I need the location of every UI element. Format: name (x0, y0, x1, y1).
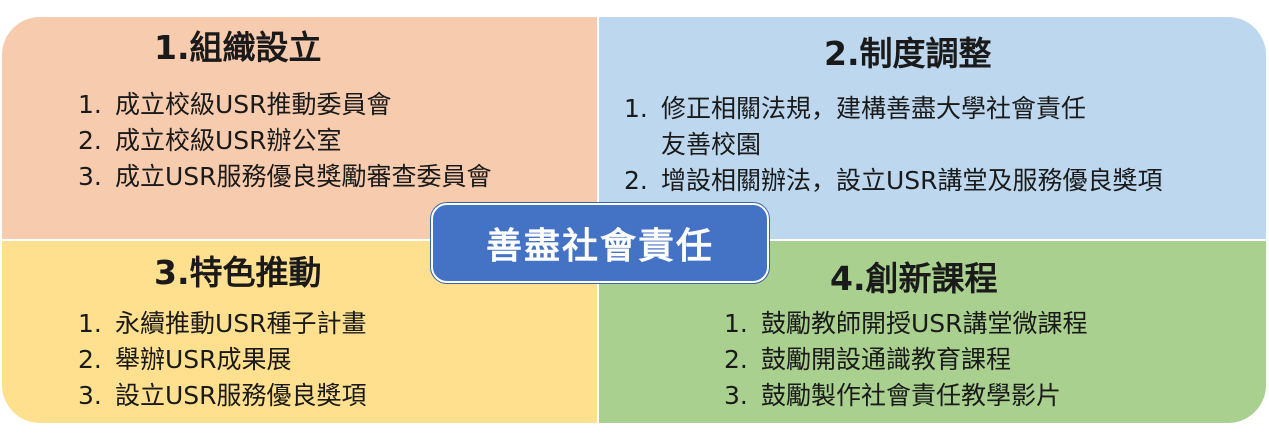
item-text: 成立USR服務優良獎勵審查委員會 (115, 162, 492, 191)
item-number: 3. (78, 381, 102, 410)
item-text: 增設相關辦法，設立USR講堂及服務優良獎項 (661, 166, 1163, 195)
item-text-continued: 友善校園 (661, 130, 762, 159)
item-text: 永續推動USR種子計畫 (115, 309, 367, 338)
list-item: 1. 鼓勵教師開授USR講堂微課程 (724, 306, 1088, 342)
item-text: 鼓勵製作社會責任教學影片 (761, 381, 1062, 410)
item-number: 3. (724, 381, 748, 410)
list-item: 2. 增設相關辦法，設立USR講堂及服務優良獎項 (624, 163, 1163, 199)
item-number: 2. (78, 126, 102, 155)
item-list: 1. 永續推動USR種子計畫 2. 舉辦USR成果展 3. 設立USR服務優良獎項 (78, 306, 367, 414)
item-number: 2. (724, 345, 748, 374)
item-text: 修正相關法規，建構善盡大學社會責任 (661, 94, 1087, 123)
list-item: 1. 成立校級USR推動委員會 (78, 87, 492, 123)
item-text: 鼓勵教師開授USR講堂微課程 (761, 309, 1088, 338)
item-text: 舉辦USR成果展 (115, 345, 292, 374)
list-item: 3. 設立USR服務優良獎項 (78, 378, 367, 414)
item-text: 成立校級USR辦公室 (115, 126, 342, 155)
list-item: 2. 成立校級USR辦公室 (78, 123, 492, 159)
quadrant-title: 1.組織設立 (154, 28, 322, 67)
item-list: 1. 鼓勵教師開授USR講堂微課程 2. 鼓勵開設通識教育課程 3. 鼓勵製作社會責任… (724, 306, 1088, 414)
quadrant-promotion: 3.特色推動 1. 永續推動USR種子計畫 2. 舉辦USR成果展 3. 設立USR服… (2, 240, 598, 423)
item-text: 設立USR服務優良獎項 (115, 381, 367, 410)
item-text: 成立校級USR推動委員會 (115, 90, 392, 119)
item-number: 2. (78, 345, 102, 374)
item-number: 1. (78, 90, 102, 119)
quadrant-title: 2.制度調整 (824, 34, 992, 73)
center-badge: 善盡社會責任 (431, 203, 769, 283)
list-item: 3. 鼓勵製作社會責任教學影片 (724, 378, 1088, 414)
list-item: 3. 成立USR服務優良獎勵審查委員會 (78, 159, 492, 195)
item-text: 鼓勵開設通識教育課程 (761, 345, 1012, 374)
item-list: 1. 成立校級USR推動委員會 2. 成立校級USR辦公室 3. 成立USR服務優良獎… (78, 87, 492, 195)
list-item: 1. 修正相關法規，建構善盡大學社會責任友善校園 (624, 91, 1163, 163)
quadrant-title: 4.創新課程 (830, 259, 998, 298)
quadrant-organization: 1.組織設立 1. 成立校級USR推動委員會 2. 成立校級USR辦公室 3. 成立U… (2, 17, 598, 240)
item-number: 3. (78, 162, 102, 191)
item-number: 1. (724, 309, 748, 338)
list-item: 1. 永續推動USR種子計畫 (78, 306, 367, 342)
item-number: 1. (624, 94, 648, 123)
quadrant-title: 3.特色推動 (154, 253, 322, 292)
list-item: 2. 舉辦USR成果展 (78, 342, 367, 378)
item-list: 1. 修正相關法規，建構善盡大學社會責任友善校園 2. 增設相關辦法，設立USR講堂… (624, 91, 1163, 199)
list-item: 2. 鼓勵開設通識教育課程 (724, 342, 1088, 378)
item-number: 2. (624, 166, 648, 195)
quadrant-policy: 2.制度調整 1. 修正相關法規，建構善盡大學社會責任友善校園 2. 增設相關辦法，… (598, 17, 1266, 240)
item-number: 1. (78, 309, 102, 338)
